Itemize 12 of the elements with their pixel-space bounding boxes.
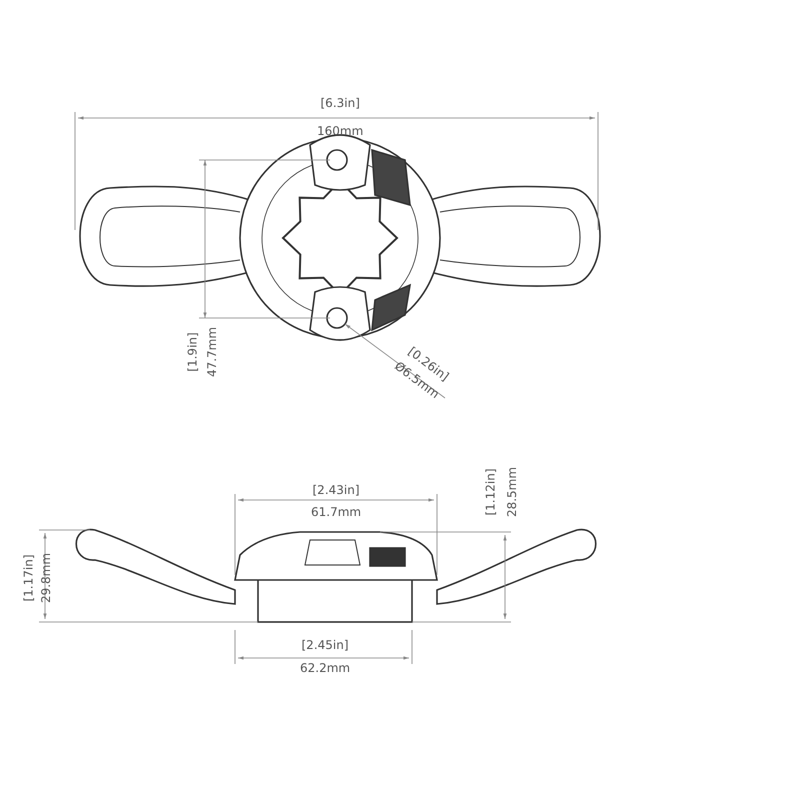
dimension-label: [2.45in] — [302, 638, 349, 652]
dimension-label: 28.5mm — [505, 466, 520, 518]
dimension-label: 160mm — [317, 124, 364, 138]
dimension-label: [2.43in] — [312, 483, 360, 497]
dimension-label: [1.9in] — [185, 332, 200, 372]
dimension-label: [6.3in] — [320, 96, 360, 110]
dimension-label: 61.7mm — [311, 505, 362, 519]
dimension-label: 62.2mm — [300, 661, 350, 675]
dimension-label: [1.12in] — [483, 468, 498, 516]
dimension-label: 29.8mm — [39, 552, 54, 604]
dimension-label: 47.7mm — [205, 326, 220, 378]
dimension-label: [1.17in] — [21, 554, 36, 602]
